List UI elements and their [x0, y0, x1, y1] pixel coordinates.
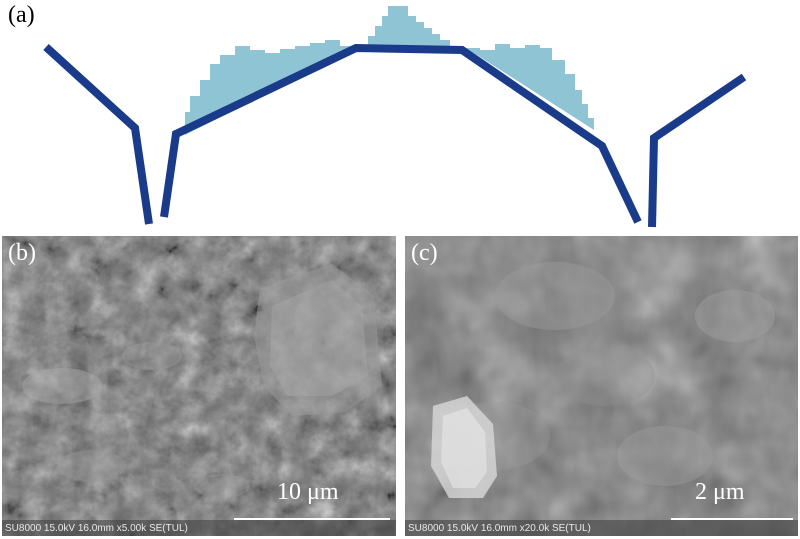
sem-texture-c: [405, 236, 798, 536]
panel-c-scale-text: 2 μm: [695, 479, 745, 505]
panel-c-label: (c): [411, 240, 438, 266]
panel-c-sem-image: (c) 2 μm SU8000 15.0kV 16.0mm x20.0k SE(…: [405, 236, 798, 536]
schematic-drawing: [43, 6, 747, 228]
panel-b-info: SU8000 15.0kV 16.0mm x5.00k SE(TUL): [5, 523, 188, 534]
substrate-profile-center: [160, 43, 642, 224]
panel-a-schematic: (a): [0, 0, 800, 232]
panel-a-label: (a): [8, 2, 35, 28]
panel-b-sem-image: (b) 10 μm SU8000 15.0kV 16.0mm x5.00k SE…: [2, 236, 396, 536]
panel-c-scale-bar: [671, 518, 793, 520]
deposit-right: [466, 44, 594, 130]
panel-b-label: (b): [8, 240, 36, 266]
deposit-top: [360, 6, 450, 46]
panel-c-info: SU8000 15.0kV 16.0mm x20.0k SE(TUL): [408, 523, 591, 534]
panel-b-scale-text: 10 μm: [277, 479, 339, 505]
panel-b-scale-bar: [234, 518, 390, 520]
sem-texture-b: [2, 236, 396, 536]
substrate-profile-right: [648, 73, 747, 228]
substrate-profile: [43, 44, 153, 225]
